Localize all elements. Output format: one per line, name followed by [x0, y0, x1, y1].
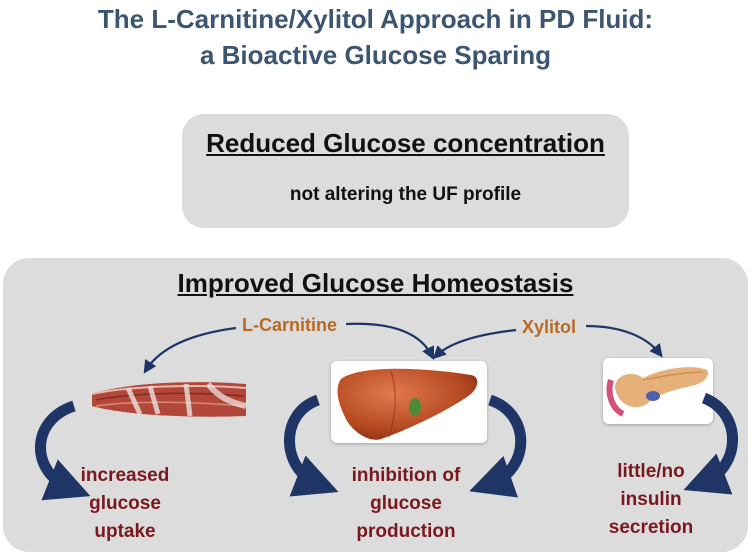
- carnitine-to-liver-arrow: [345, 322, 434, 360]
- reduced-glucose-heading: Reduced Glucose concentration: [206, 128, 605, 158]
- reduced-glucose-box: Reduced Glucose concentration not alteri…: [182, 114, 629, 228]
- muscle-image: [88, 376, 250, 422]
- pancreas-effect-line-3: secretion: [608, 517, 694, 538]
- liver-left-curved-arrow: [284, 394, 339, 497]
- pancreas-effect-line-1: little/no: [617, 461, 685, 482]
- title-line-1: The L-Carnitine/Xylitol Approach in PD F…: [97, 4, 654, 34]
- liver-effect-text: inhibition of glucose production: [336, 462, 476, 546]
- muscle-effect-line-3: uptake: [94, 521, 156, 542]
- pancreas-image: [603, 358, 713, 424]
- pancreas-effect-line-2: insulin: [620, 489, 682, 510]
- muscle-tissue-icon: [91, 382, 247, 417]
- liver-icon: [337, 368, 478, 440]
- muscle-effect-line-2: glucose: [89, 493, 161, 514]
- xylitol-to-pancreas-arrow: [585, 324, 663, 358]
- l-carnitine-label: L-Carnitine: [242, 315, 338, 335]
- liver-image: [331, 361, 487, 443]
- liver-right-curved-arrow: [469, 394, 527, 498]
- glucose-homeostasis-heading: Improved Glucose Homeostasis: [177, 268, 574, 298]
- uf-profile-subtext: not altering the UF profile: [289, 184, 522, 205]
- pancreas-icon: [606, 367, 709, 417]
- muscle-effect-line-1: increased: [80, 465, 170, 486]
- xylitol-label: Xylitol: [522, 317, 577, 337]
- pancreas-curved-arrow: [683, 392, 738, 495]
- xylitol-to-liver-arrow: [432, 328, 517, 360]
- muscle-effect-text: increased glucose uptake: [70, 462, 180, 546]
- liver-effect-line-2: glucose: [370, 493, 442, 514]
- carnitine-to-muscle-arrow: [143, 326, 237, 374]
- pancreas-effect-text: little/no insulin secretion: [596, 458, 706, 542]
- liver-effect-line-1: inhibition of: [351, 465, 461, 486]
- liver-effect-line-3: production: [356, 521, 456, 542]
- title-line-2: a Bioactive Glucose Sparing: [199, 40, 552, 70]
- muscle-curved-arrow: [35, 400, 91, 501]
